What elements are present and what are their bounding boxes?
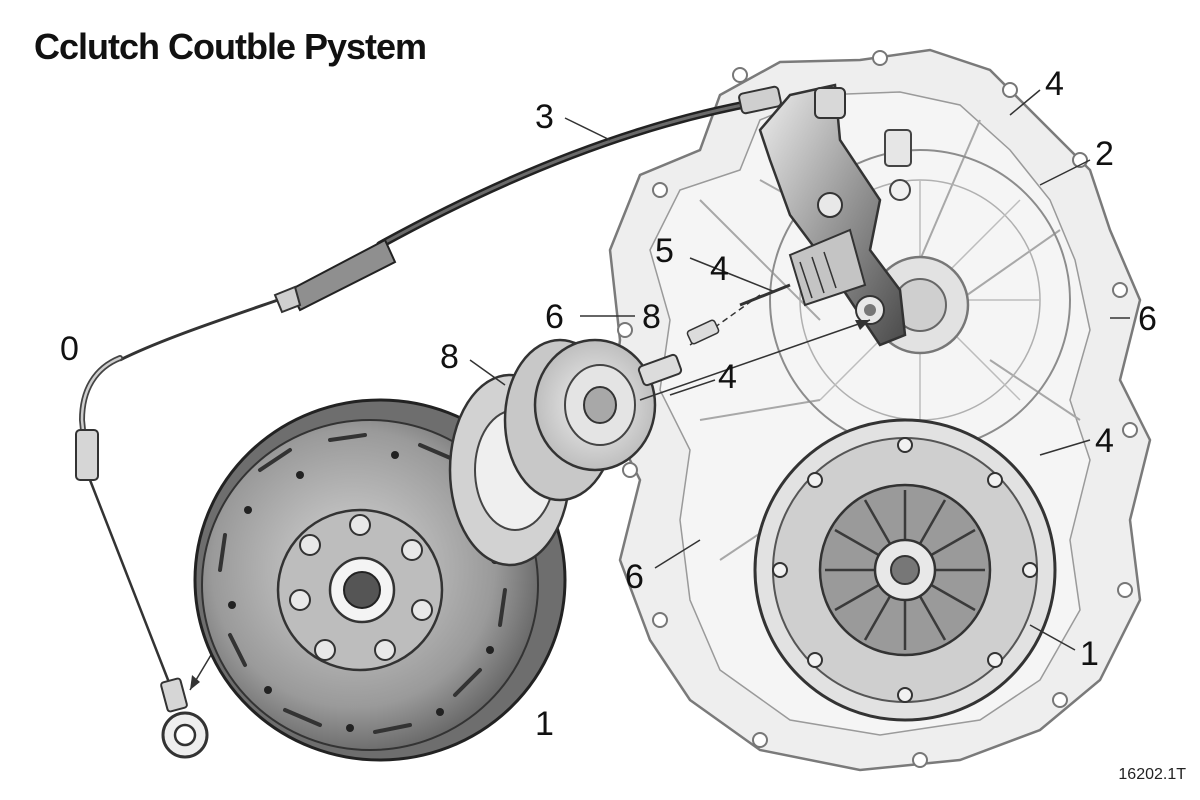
callout-6-bottom: 6 [625, 558, 644, 596]
callout-2: 2 [1095, 135, 1114, 173]
callout-6-left: 6 [545, 298, 564, 336]
reference-code: 16202.1T [1118, 766, 1186, 783]
callout-8-upper: 8 [642, 298, 661, 336]
flywheel [193, 398, 567, 762]
pressure-plate [753, 418, 1057, 722]
callout-4-right: 4 [1095, 422, 1114, 460]
callout-5: 5 [655, 232, 674, 270]
diagram-title: Cclutch Coutble Pystem [34, 26, 427, 67]
callout-6-right: 6 [1138, 300, 1157, 338]
callout-labels: 0 3 4 2 5 4 6 8 6 8 4 4 6 1 1 [60, 65, 1157, 743]
callout-1-right: 1 [1080, 635, 1099, 673]
callout-4-center: 4 [718, 358, 737, 396]
callout-3: 3 [535, 98, 554, 136]
clutch-disc-assembly [448, 319, 871, 567]
leader-lines [469, 89, 1130, 651]
callout-8-lower: 8 [440, 338, 459, 376]
callout-1-bottom: 1 [535, 705, 554, 743]
clutch-cable [75, 85, 782, 759]
callout-4-mid: 4 [710, 250, 729, 288]
slave-cylinder [686, 228, 867, 346]
release-fork [758, 83, 912, 347]
callout-0: 0 [60, 330, 79, 368]
callout-4-top: 4 [1045, 65, 1064, 103]
